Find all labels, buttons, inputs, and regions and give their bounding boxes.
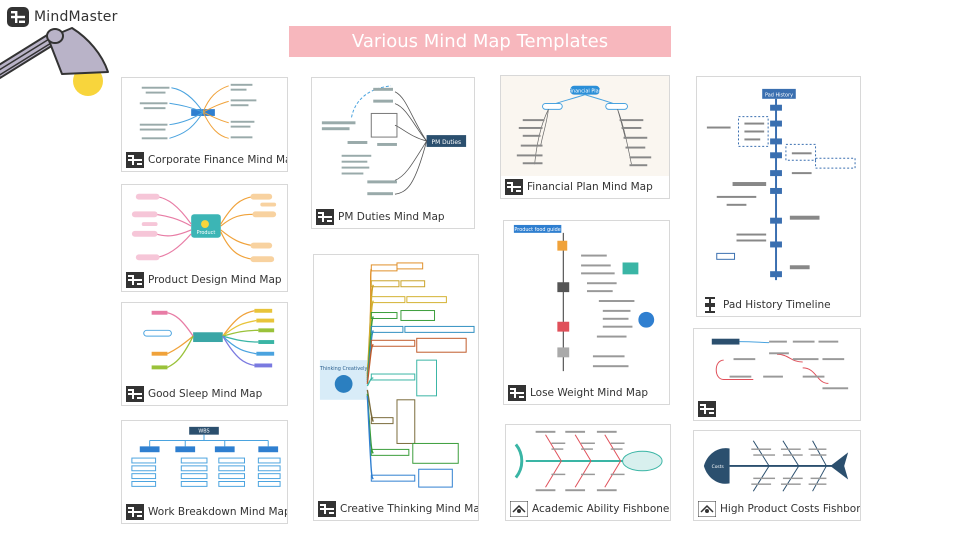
template-thumbnail bbox=[506, 425, 670, 498]
template-thumbnail bbox=[694, 329, 860, 398]
thumb-title-label: Product food guide bbox=[514, 227, 560, 233]
template-thumbnail: Pad History bbox=[697, 77, 860, 294]
page-title: Various Mind Map Templates bbox=[351, 31, 609, 52]
mind-map-icon bbox=[126, 504, 144, 520]
template-card-work-breakdown[interactable]: WBS Work Breakdown Mind Map bbox=[121, 420, 288, 524]
mind-map-icon bbox=[126, 272, 144, 288]
template-card-financial-plan[interactable]: Financial Plan Financial Plan Mind Map bbox=[500, 75, 670, 199]
mind-map-icon bbox=[505, 179, 523, 195]
template-thumbnail bbox=[122, 78, 287, 149]
template-label: High Product Costs Fishbone bbox=[694, 498, 860, 520]
template-label: Pad History Timeline bbox=[697, 294, 860, 316]
template-card-high-product-costs[interactable]: Costs High Product Costs Fishbone bbox=[693, 430, 861, 521]
thumb-center-label: Thinking Creatively bbox=[319, 366, 368, 372]
template-thumbnail: Product food guide bbox=[504, 221, 669, 382]
mind-map-icon bbox=[698, 401, 716, 417]
template-card-pm-duties[interactable]: PM Duties PM Duties Mind Map bbox=[311, 77, 475, 229]
template-thumbnail: PM Duties bbox=[312, 78, 474, 206]
template-thumbnail: Financial Plan bbox=[501, 76, 669, 176]
thumb-fish-head-label: Costs bbox=[712, 464, 725, 470]
brand: MindMaster bbox=[6, 6, 118, 28]
template-card-corporate-finance[interactable]: Corporate Finance Mind Map bbox=[121, 77, 288, 172]
mindmaster-logo-icon bbox=[6, 6, 30, 28]
template-card-product-design[interactable]: Product Product Design Mind Map bbox=[121, 184, 288, 292]
timeline-icon bbox=[705, 297, 715, 313]
template-label: Corporate Finance Mind Map bbox=[122, 149, 287, 171]
template-label: Lose Weight Mind Map bbox=[504, 382, 669, 404]
mind-map-icon bbox=[316, 209, 334, 225]
template-card-process-flow[interactable] bbox=[693, 328, 861, 421]
template-thumbnail: Costs bbox=[694, 431, 860, 498]
template-label: PM Duties Mind Map bbox=[312, 206, 474, 228]
template-label: Work Breakdown Mind Map bbox=[122, 501, 287, 523]
template-card-good-sleep[interactable]: Good Sleep Mind Map bbox=[121, 302, 288, 406]
template-card-creative-thinking[interactable]: Thinking Creatively bbox=[313, 254, 479, 521]
desk-lamp-icon bbox=[0, 26, 120, 101]
thumb-timeline-title: Pad History bbox=[765, 92, 793, 98]
thumb-center-label: Product bbox=[197, 230, 216, 236]
template-label: Academic Ability Fishbone bbox=[506, 498, 670, 520]
thumb-center-label: Financial Plan bbox=[568, 89, 602, 95]
template-thumbnail: Product bbox=[122, 185, 287, 269]
template-thumbnail: WBS bbox=[122, 421, 287, 501]
template-label: Financial Plan Mind Map bbox=[501, 176, 669, 198]
mind-map-icon bbox=[126, 152, 144, 168]
thumb-center-label: PM Duties bbox=[432, 140, 462, 146]
mind-map-icon bbox=[126, 386, 144, 402]
template-label bbox=[694, 398, 860, 420]
template-card-lose-weight[interactable]: Product food guide Lose Weight Mind Map bbox=[503, 220, 670, 405]
brand-name: MindMaster bbox=[34, 9, 118, 25]
template-card-academic-ability[interactable]: Academic Ability Fishbone bbox=[505, 424, 671, 521]
template-label: Product Design Mind Map bbox=[122, 269, 287, 291]
template-card-pad-history[interactable]: Pad History bbox=[696, 76, 861, 317]
title-banner: Various Mind Map Templates bbox=[289, 26, 671, 57]
mind-map-icon bbox=[318, 501, 336, 517]
fishbone-icon bbox=[510, 501, 528, 517]
mind-map-icon bbox=[508, 385, 526, 401]
fishbone-icon bbox=[698, 501, 716, 517]
template-label: Good Sleep Mind Map bbox=[122, 383, 287, 405]
thumb-root-label: WBS bbox=[198, 429, 209, 435]
template-thumbnail bbox=[122, 303, 287, 383]
template-thumbnail: Thinking Creatively bbox=[314, 255, 478, 498]
template-label: Creative Thinking Mind Map bbox=[314, 498, 478, 520]
